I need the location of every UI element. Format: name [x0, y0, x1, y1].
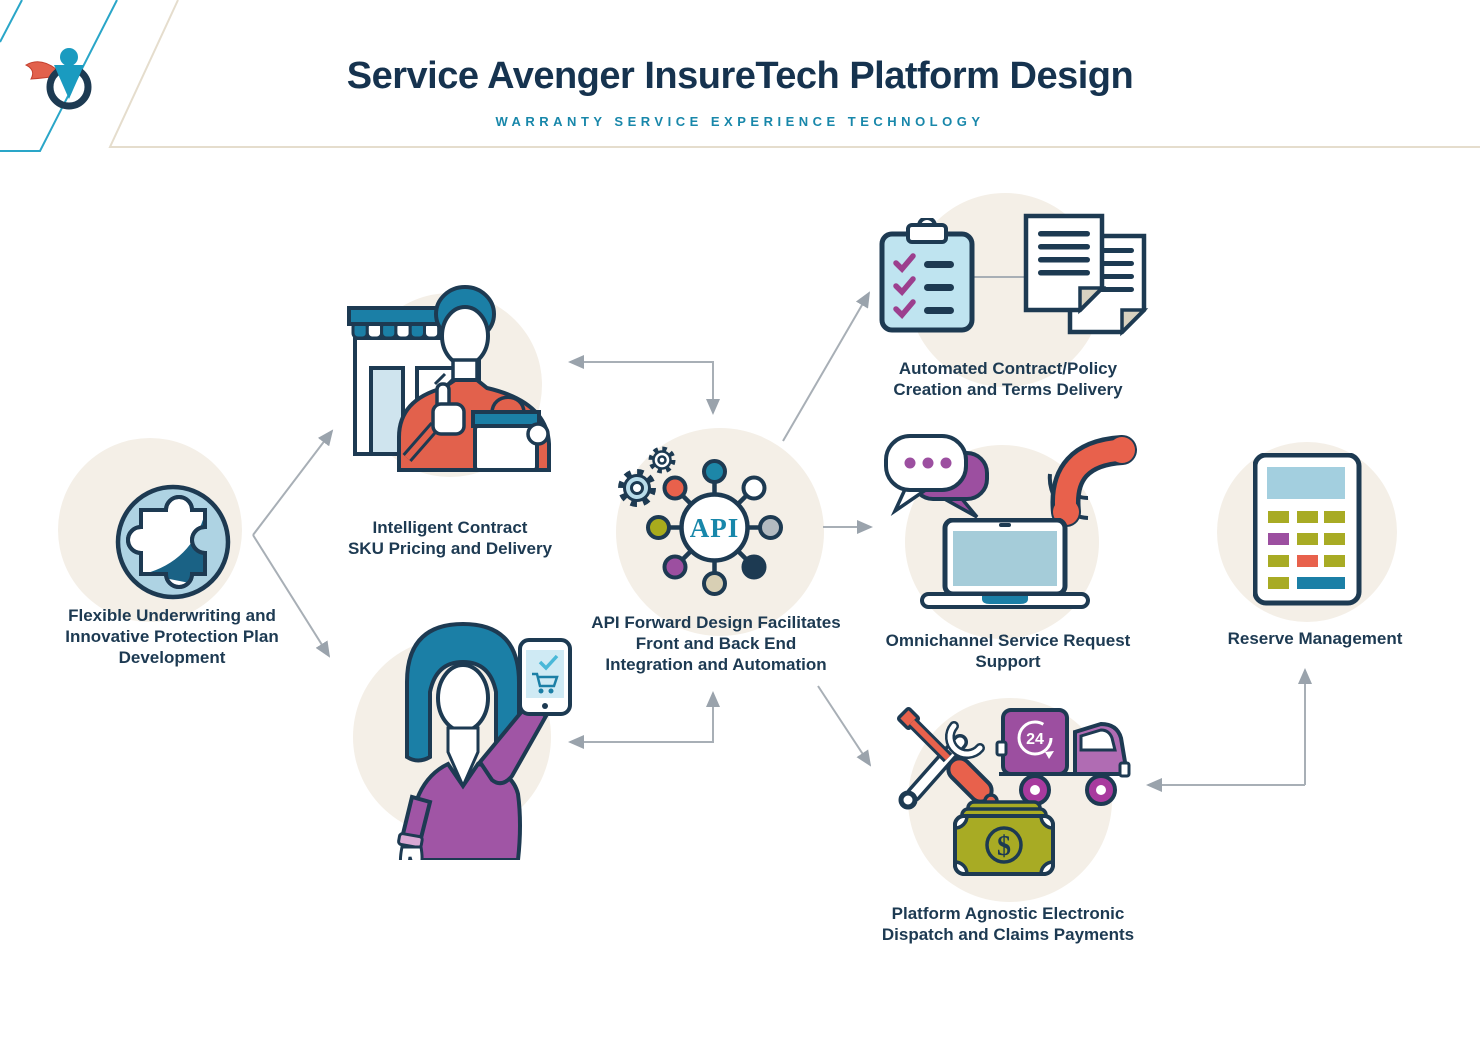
chat-bubbles-icon	[883, 433, 993, 528]
money-symbol-text: $	[997, 831, 1011, 862]
laptop-icon	[920, 518, 1090, 613]
truck-badge-text: 24	[1026, 731, 1044, 748]
api-hub-text: API	[690, 513, 740, 543]
dispatch-label: Platform Agnostic Electronic Dispatch an…	[881, 904, 1135, 945]
reserve-label: Reserve Management	[1227, 629, 1403, 648]
delivery-truck-icon: 24	[995, 706, 1135, 821]
service-avenger-logo-icon	[12, 45, 102, 117]
page-subtitle: WARRANTY SERVICE EXPERIENCE TECHNOLOGY	[495, 114, 985, 129]
policy-label: Automated Contract/Policy Creation and T…	[893, 359, 1123, 400]
documents-icon	[1018, 212, 1153, 347]
underwriting-label: Flexible Underwriting and Innovative Pro…	[65, 606, 279, 668]
retailer-storefront-person-icon	[347, 272, 562, 472]
customer-phone-person-icon	[352, 612, 572, 860]
tools-icon	[888, 698, 1023, 833]
api-label: API Forward Design Facilitates Front and…	[591, 613, 841, 675]
money-icon: $	[952, 800, 1062, 880]
contract-label: Intelligent Contract SKU Pricing and Del…	[347, 518, 553, 559]
page-title: Service Avenger InsureTech Platform Desi…	[346, 55, 1134, 97]
omnichannel-label: Omnichannel Service Request Support	[885, 631, 1131, 672]
phone-handset-icon	[1042, 432, 1142, 527]
puzzle-icon	[108, 477, 238, 607]
api-hub-icon: API	[605, 440, 805, 610]
checklist-clipboard-icon	[878, 218, 978, 336]
calculator-icon	[1253, 453, 1363, 608]
gear-icon	[618, 446, 676, 507]
